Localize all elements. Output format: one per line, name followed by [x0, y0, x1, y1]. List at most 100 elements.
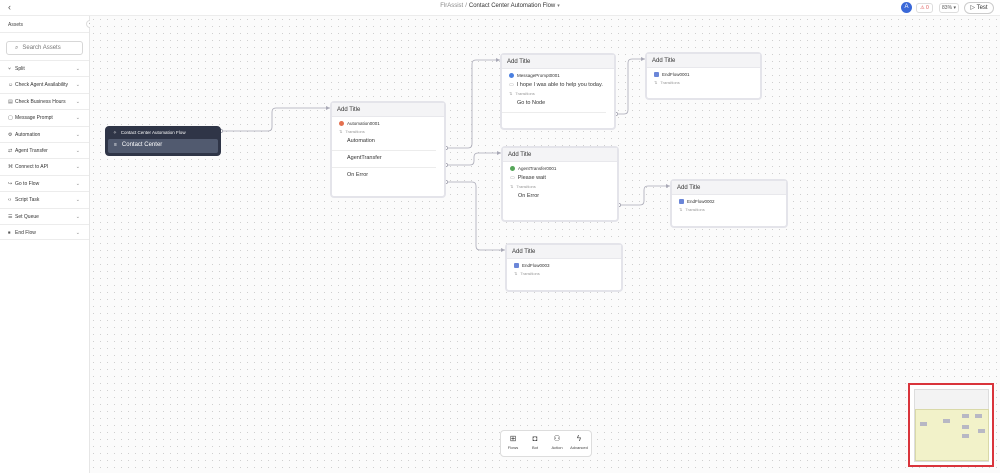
transition-icon: ⇅: [339, 129, 343, 134]
chat-icon: ▭: [509, 82, 514, 88]
minimap-node: [975, 414, 982, 418]
asset-label: Script Task: [15, 197, 40, 204]
bot-tool-button[interactable]: ◘Bot: [525, 434, 545, 450]
minimap-node: [962, 414, 969, 418]
asset-item-message-prompt[interactable]: ▢Message Prompt⌄: [0, 109, 89, 125]
warning-badge[interactable]: ⚠ 0: [916, 3, 933, 13]
message-text: I hope I was able to help you today.: [516, 82, 603, 88]
flows-tool-button[interactable]: ⊞ Flows: [503, 434, 523, 450]
node-title[interactable]: Add Title: [507, 245, 621, 259]
action-tool-button[interactable]: ⚇Action: [547, 434, 567, 450]
node-title[interactable]: Add Title: [647, 54, 760, 68]
automation-node[interactable]: Add Title Automation0001 ⇅Transitions Au…: [330, 101, 446, 198]
minimap-node: [920, 422, 927, 426]
transitions-header: ⇅Transitions: [507, 268, 621, 276]
asset-item-go-to-flow[interactable]: ↪Go to Flow⌄: [0, 174, 89, 191]
end-flow-icon: [654, 72, 659, 77]
agent-transfer-icon: ⇄: [8, 147, 13, 154]
end-flow-node-1[interactable]: Add Title EndFlow0001 ⇅Transitions: [645, 52, 762, 100]
end-flow-icon: [514, 263, 519, 268]
start-node-entry-label: Contact Center: [121, 142, 163, 148]
node-step: MessagePrompt0001: [502, 69, 614, 78]
transitions-header: ⇅Transitions: [332, 126, 444, 134]
minimap-node: [978, 429, 985, 433]
node-title[interactable]: Add Title: [672, 181, 786, 195]
chevron-left-icon[interactable]: ‹: [8, 2, 11, 12]
start-node-title-text: Contact Center Automation Flow: [120, 130, 186, 135]
asset-item-check-agent-availability[interactable]: ☺Check Agent Availability⌄: [0, 76, 89, 92]
end-flow-node-2[interactable]: Add Title EndFlow0002 ⇅Transitions: [670, 179, 788, 228]
minimap-canvas: [914, 389, 989, 462]
start-node-title: ✧Contact Center Automation Flow: [105, 126, 221, 136]
minimap-node: [962, 434, 969, 438]
automation-icon: [339, 121, 344, 126]
search-input[interactable]: ⌕Search Assets: [6, 41, 83, 55]
transition-icon: ⇅: [679, 207, 683, 212]
flows-icon: ⊞: [509, 434, 517, 443]
transitions-label: Transitions: [520, 271, 540, 276]
end-flow-node-3[interactable]: Add Title EndFlow0003 ⇅Transitions: [505, 243, 623, 292]
transition-icon: ⇅: [654, 80, 658, 85]
chevron-down-icon: ⌄: [75, 213, 80, 220]
asset-item-set-queue[interactable]: ☰Set Queue⌄: [0, 207, 89, 224]
node-step-label: EndFlow0001: [662, 72, 690, 77]
transitions-header: ⇅Transitions: [647, 77, 760, 85]
transition-item[interactable]: Automation: [332, 134, 436, 151]
node-title[interactable]: Add Title: [502, 55, 614, 69]
transition-item[interactable]: On Error: [347, 172, 369, 178]
test-label: Test: [976, 5, 988, 11]
asset-label: Set Queue: [15, 213, 39, 220]
flow-start-icon: ✧: [113, 130, 117, 135]
node-title[interactable]: Add Title: [332, 103, 444, 117]
flows-label: Flows: [507, 445, 519, 450]
lightning-icon: ϟ: [576, 434, 582, 443]
warning-icon: ⚠: [920, 5, 925, 11]
asset-label: End Flow: [15, 229, 36, 236]
breadcrumb-current[interactable]: Contact Center Automation Flow: [468, 3, 556, 9]
chevron-down-icon[interactable]: ▾: [557, 3, 560, 9]
transition-item[interactable]: Go to Node: [502, 96, 606, 113]
calendar-icon: ▤: [8, 98, 13, 105]
start-node[interactable]: ✧Contact Center Automation Flow ≡Contact…: [105, 126, 221, 156]
agent-transfer-node[interactable]: Add Title AgentTransfer0001 ▭Please wait…: [501, 146, 619, 222]
message-prompt-node[interactable]: Add Title MessagePrompt0001 ▭I hope I wa…: [500, 53, 616, 130]
asset-item-automation[interactable]: ⚙Automation⌄: [0, 125, 89, 142]
asset-item-script-task[interactable]: ‹›Script Task⌄: [0, 191, 89, 207]
asset-item-agent-transfer[interactable]: ⇄Agent Transfer⌄: [0, 141, 89, 158]
search-icon: ⌕: [15, 45, 19, 51]
transition-item[interactable]: On Error: [518, 193, 540, 199]
minimap[interactable]: [908, 383, 994, 467]
minimap-node: [962, 425, 969, 429]
asset-item-split[interactable]: ⑂Split⌄: [0, 60, 89, 76]
message-icon: ▢: [8, 115, 13, 122]
transitions-header: ⇅Transitions: [502, 88, 614, 96]
asset-item-check-business-hours[interactable]: ▤Check Business Hours⌄: [0, 92, 89, 109]
top-bar: ‹ FlrAssist/Contact Center Automation Fl…: [0, 0, 1000, 16]
agent-check-icon: ☺: [8, 82, 14, 89]
chat-icon: ▭: [510, 175, 515, 181]
test-button[interactable]: ▷ Test: [964, 2, 994, 14]
asset-label: Go to Flow: [15, 180, 40, 187]
chevron-down-icon: ⌄: [75, 197, 80, 204]
asset-list: ⑂Split⌄ ☺Check Agent Availability⌄ ▤Chec…: [0, 60, 89, 241]
breadcrumb-parent[interactable]: FlrAssist: [440, 3, 464, 9]
transitions-label: Transitions: [685, 207, 705, 212]
avatar[interactable]: A: [901, 2, 912, 13]
advanced-label: Advanced: [570, 445, 588, 450]
asset-item-connect-to-api[interactable]: ⌘Connect to API⌄: [0, 158, 89, 174]
node-title[interactable]: Add Title: [503, 148, 617, 162]
automation-icon: ⚙: [8, 131, 13, 138]
transition-item[interactable]: AgentTransfer: [332, 151, 436, 168]
asset-item-end-flow[interactable]: ⏹End Flow⌄: [0, 223, 89, 241]
bot-icon: ◘: [532, 434, 538, 443]
start-node-entry[interactable]: ≡Contact Center: [108, 139, 218, 153]
asset-label: Connect to API: [15, 164, 49, 171]
minimap-viewport[interactable]: [915, 409, 989, 461]
assets-sidebar: Assets ‹ ⌕Search Assets ⑂Split⌄ ☺Check A…: [0, 16, 94, 473]
node-step: EndFlow0003: [507, 259, 621, 268]
chevron-down-icon: ▾: [953, 5, 956, 11]
zoom-select[interactable]: 83% ▾: [939, 3, 959, 13]
transitions-header: ⇅Transitions: [503, 181, 617, 189]
